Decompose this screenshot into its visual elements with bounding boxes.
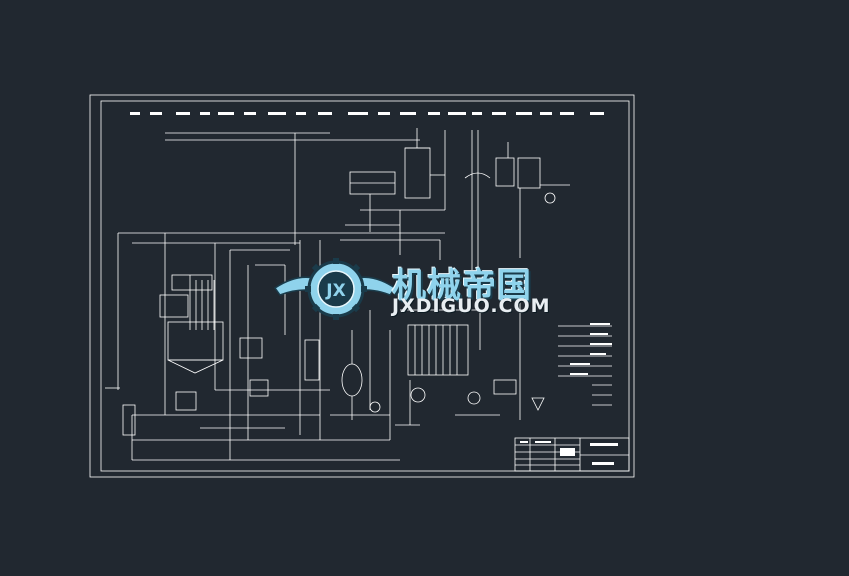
- tank-b: [404, 147, 431, 199]
- watermark-title: 机械帝国: [392, 266, 532, 306]
- condenser-bank: [407, 324, 469, 376]
- title-block-labels: [520, 441, 618, 465]
- tank-c: [495, 157, 515, 187]
- watermark-logo: JX: [273, 258, 397, 320]
- watermark-subtitle: JXDIGUO.COM: [392, 295, 551, 317]
- tank-d: [517, 157, 541, 189]
- tank-a: [159, 294, 189, 318]
- column-tower: [304, 339, 320, 381]
- header-labels: [130, 112, 604, 115]
- separator-vessel: [341, 363, 363, 397]
- legend-labels: [570, 323, 612, 375]
- sheet-outer-border: [89, 94, 635, 478]
- logo-monogram: JX: [325, 281, 345, 301]
- sheet-inner-border: [100, 100, 630, 472]
- title-block: [514, 437, 630, 472]
